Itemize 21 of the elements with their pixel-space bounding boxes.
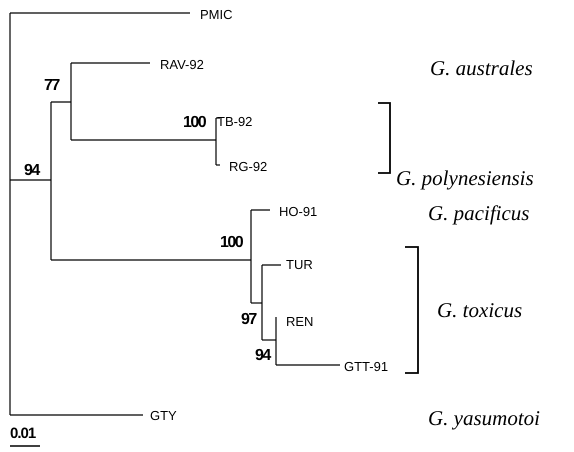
species-name: G. australes xyxy=(430,56,533,81)
species-name: G. polynesiensis xyxy=(396,166,534,191)
taxon-label: RG-92 xyxy=(229,159,268,174)
taxon-label: RAV-92 xyxy=(160,57,204,72)
taxon-label: GTY xyxy=(150,408,177,423)
species-name: G. yasumotoi xyxy=(428,406,540,431)
scale-label: 0.01 xyxy=(10,425,36,442)
taxon-label: REN xyxy=(286,314,314,329)
species-name: G. toxicus xyxy=(437,298,522,323)
bootstrap-value: 97 xyxy=(241,311,256,329)
bootstrap-value: 100 xyxy=(183,114,206,132)
bootstrap-value: 100 xyxy=(220,234,242,252)
taxon-label: HO-91 xyxy=(279,204,318,219)
bootstrap-value: 94 xyxy=(24,162,39,180)
bootstrap-value: 94 xyxy=(255,347,270,365)
taxon-label: TB-92 xyxy=(217,114,252,129)
taxon-label: TUR xyxy=(286,257,313,272)
species-name: G. pacificus xyxy=(428,201,530,226)
taxon-label: GTT-91 xyxy=(344,359,388,374)
bootstrap-value: 77 xyxy=(44,77,59,95)
taxon-label: PMIC xyxy=(200,7,232,22)
